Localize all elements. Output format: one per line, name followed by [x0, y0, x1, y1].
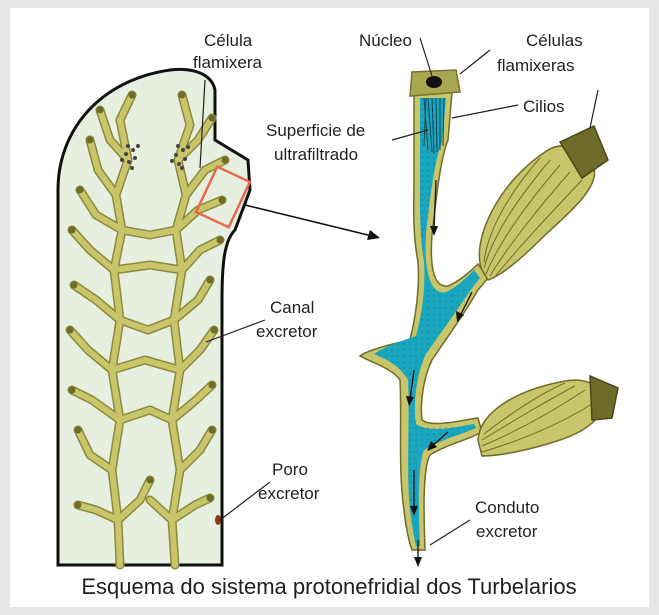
label-superficie-line2: ultrafiltrado [274, 145, 358, 164]
flame-cell-upper [479, 126, 608, 280]
label-poro-line1: Poro [272, 460, 308, 479]
magnify-arrow [245, 205, 380, 240]
label-celulas-line1: Células [526, 31, 583, 50]
label-poro-line2: excretor [258, 484, 320, 503]
figure-caption: Esquema do sistema protonefridial dos Tu… [81, 574, 576, 599]
label-nucleo: Núcleo [359, 31, 412, 50]
label-conduto-line1: Conduto [475, 498, 539, 517]
labels: Célula flamixera Núcleo Células flamixer… [193, 31, 583, 541]
nucleus [426, 76, 442, 88]
label-canal-line2: excretor [256, 322, 318, 341]
protonephridium-detail [360, 70, 618, 567]
label-cilios: Cilios [523, 97, 565, 116]
label-canal-line1: Canal [270, 298, 314, 317]
flame-cell-lower [478, 376, 618, 456]
label-superficie-line1: Superficie de [266, 121, 365, 140]
label-celula-line1: Célula [204, 31, 253, 50]
label-celula-line2: flamixera [193, 53, 263, 72]
label-conduto-line2: excretor [476, 522, 538, 541]
label-celulas-line2: flamixeras [497, 56, 574, 75]
